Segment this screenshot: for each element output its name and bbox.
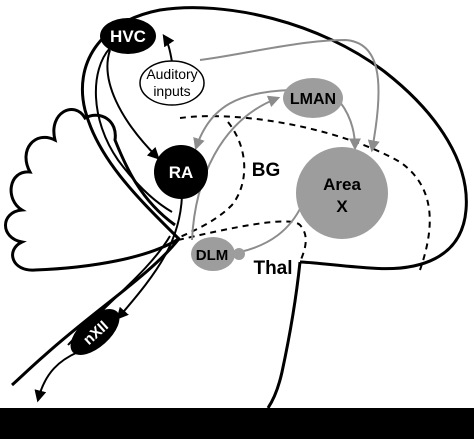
area-x-label-line2: X xyxy=(336,197,348,216)
dlm-label: DLM xyxy=(196,247,229,264)
auditory-to-lman-arrow xyxy=(199,38,380,153)
brain-outline xyxy=(80,6,468,271)
dlm-connector-dot xyxy=(233,248,245,260)
auditory-inputs-label-line2: inputs xyxy=(153,83,190,99)
lman-to-ra-arrow xyxy=(193,89,291,151)
lman-shape xyxy=(283,78,343,118)
ra-label: RA xyxy=(169,163,194,182)
hvc-to-ra-arrow xyxy=(106,49,160,160)
area-x-node[interactable]: Area X xyxy=(296,147,388,239)
area-x-label-line1: Area xyxy=(323,175,361,194)
hvc-node[interactable]: HVC xyxy=(100,18,156,54)
bg-region-label: BG xyxy=(252,160,281,181)
brainstem-upper-line xyxy=(11,239,180,387)
auditory-inputs-shape xyxy=(139,60,205,106)
nxii-node[interactable]: nXII xyxy=(63,301,128,363)
hvc-loop-line xyxy=(94,47,173,213)
nxii-shape xyxy=(70,309,120,355)
lman-node[interactable]: LMAN xyxy=(283,78,343,118)
ra-to-nxii-arrow xyxy=(116,195,183,320)
area-x-shape xyxy=(296,147,388,239)
lman-to-area-x-arrow xyxy=(339,101,361,151)
dlm-shape xyxy=(191,237,235,271)
nxii-to-output-arrow xyxy=(34,351,79,403)
hvc-label: HVC xyxy=(110,27,146,46)
thal-region-label: Thal xyxy=(253,258,292,279)
dlm-node[interactable]: DLM xyxy=(191,237,245,271)
area-x-to-dlm-line xyxy=(239,204,303,253)
cerebellum-outline xyxy=(4,107,181,272)
ra-node[interactable]: RA xyxy=(154,145,208,199)
auditory-to-hvc-arrow xyxy=(162,34,175,63)
bg-boundary-dashed xyxy=(179,115,431,271)
bg-inner-boundary-dashed xyxy=(177,121,246,239)
hvc-shape xyxy=(100,18,156,54)
auditory-inputs-node[interactable]: Auditory inputs xyxy=(139,60,205,106)
dlm-to-lman-arrow xyxy=(191,95,281,241)
ra-shape xyxy=(154,145,208,199)
thal-boundary-dashed xyxy=(177,220,307,263)
floor-bar xyxy=(0,408,474,439)
brainstem-lower-line xyxy=(266,261,302,409)
lman-label: LMAN xyxy=(290,91,336,108)
auditory-inputs-label-line1: Auditory xyxy=(146,66,197,82)
